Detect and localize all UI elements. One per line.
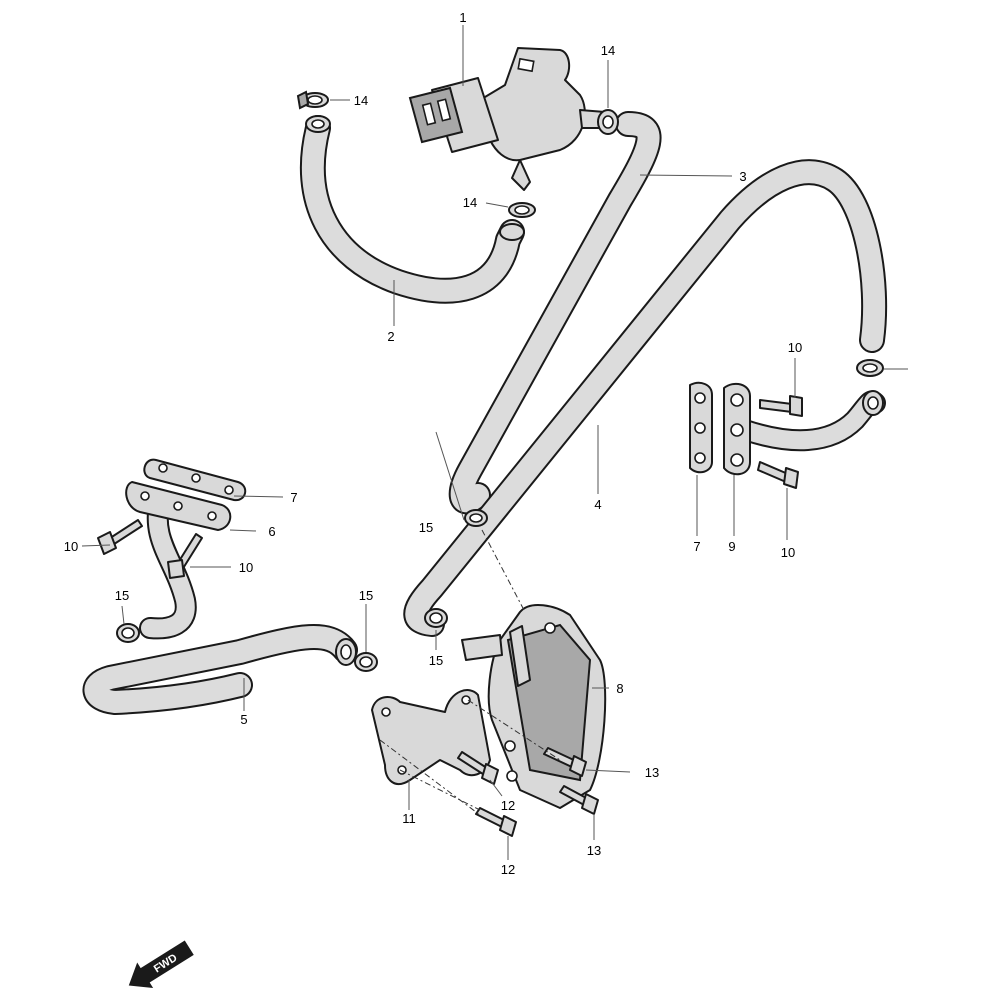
bolt-10-b <box>167 533 203 579</box>
callout-5: 5 <box>240 712 247 727</box>
bolt-13-a <box>543 747 587 777</box>
hose-5 <box>82 624 358 715</box>
callout-3: 3 <box>739 169 746 184</box>
callout-15-a: 15 <box>115 588 129 603</box>
pipe-6 <box>125 481 232 640</box>
fwd-arrow-icon: FWD <box>128 940 194 989</box>
callout-14-c: 14 <box>463 195 477 210</box>
callout-1: 1 <box>459 10 466 25</box>
clamp-15-d <box>424 608 448 628</box>
clamp-15-a <box>116 623 140 643</box>
callout-13-a: 13 <box>645 765 659 780</box>
callout-7-right: 7 <box>693 539 700 554</box>
clamp-15-c <box>464 509 488 527</box>
hose-2 <box>299 115 525 304</box>
pipe-9 <box>734 390 886 452</box>
callout-11: 11 <box>402 811 416 826</box>
clamp-14-c <box>508 202 536 218</box>
bolt-13-b <box>559 785 599 815</box>
callout-6: 6 <box>268 524 275 539</box>
clamp-14-b <box>597 109 619 135</box>
bolt-12-b <box>475 807 517 837</box>
flange-9 <box>723 382 751 476</box>
callout-15-c: 15 <box>419 520 433 535</box>
clamp-15-e <box>856 359 884 377</box>
callout-14-b: 14 <box>601 43 615 58</box>
callout-15-b: 15 <box>359 588 373 603</box>
gasket-7-right <box>689 381 713 474</box>
clamp-15-b <box>354 652 378 672</box>
callout-10-c: 10 <box>788 340 802 355</box>
callout-12-a: 12 <box>501 798 515 813</box>
gasket-7-left <box>143 458 247 502</box>
hose-3 <box>448 111 662 515</box>
callout-4: 4 <box>594 497 601 512</box>
hose-4 <box>403 159 888 637</box>
bolt-10-c <box>759 395 803 417</box>
callout-9: 9 <box>728 539 735 554</box>
callout-12-b: 12 <box>501 862 515 877</box>
callout-10-d: 10 <box>781 545 795 560</box>
clamp-14-a <box>296 90 329 110</box>
callout-15-d: 15 <box>429 653 443 668</box>
bracket-11 <box>371 689 491 785</box>
callout-14-a: 14 <box>354 93 368 108</box>
callout-7-left: 7 <box>290 490 297 505</box>
bolt-12-a <box>457 751 499 785</box>
bolt-10-a <box>97 519 143 555</box>
bolt-10-d <box>757 461 799 489</box>
callout-10-b: 10 <box>239 560 253 575</box>
air-valve-1 <box>408 47 606 191</box>
callout-13-b: 13 <box>587 843 601 858</box>
callout-2: 2 <box>387 329 394 344</box>
callout-10-a: 10 <box>64 539 78 554</box>
callout-8: 8 <box>616 681 623 696</box>
